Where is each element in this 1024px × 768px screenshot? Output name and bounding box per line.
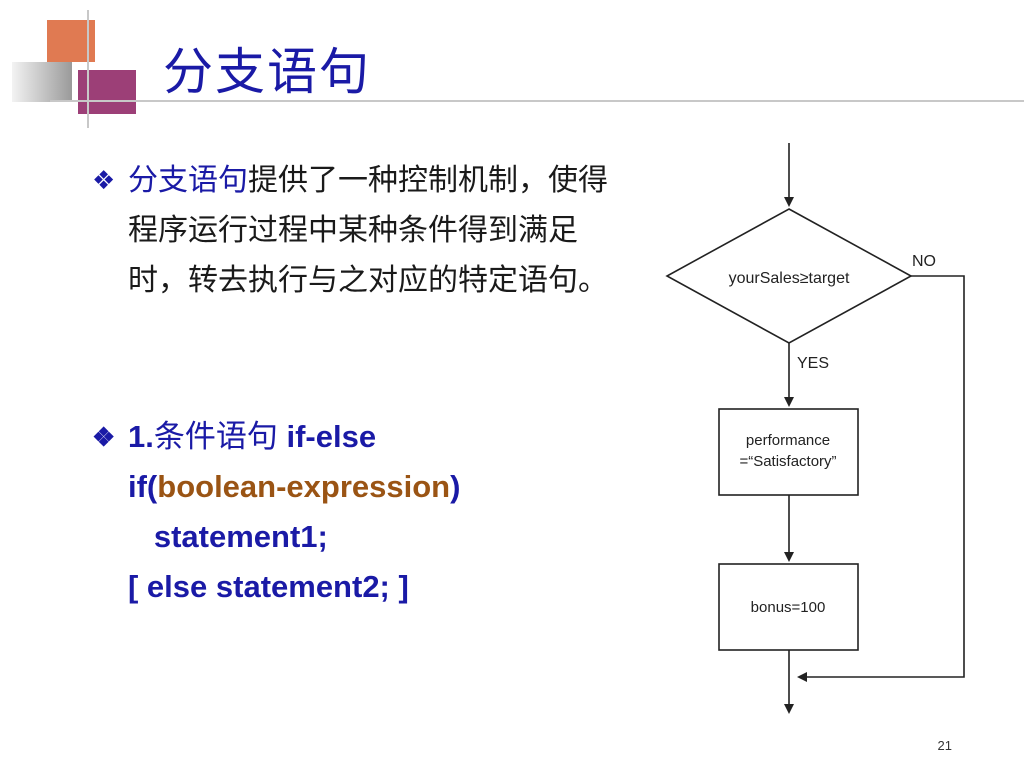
bullet-code: 1.条件语句 if-else if(boolean-expression) st…: [128, 412, 612, 612]
diamond-bullet-icon: ❖: [92, 422, 116, 452]
deco-vertical-line: [87, 10, 89, 128]
bullet-text: 分支语句提供了一种控制机制，使得程序运行过程中某种条件得到满足时，转去执行与之对…: [128, 156, 612, 306]
bonus-label: bonus=100: [751, 599, 826, 616]
boolean-expression: boolean-expression: [157, 469, 451, 504]
deco-gray-block: [12, 62, 72, 102]
if-else-heading: 1.条件语句 if-else: [128, 412, 612, 462]
code-line-statement1: statement1;: [128, 519, 328, 554]
heading-cn: 条件语句: [153, 419, 278, 455]
bullet-branch-description: ❖ 分支语句提供了一种控制机制，使得程序运行过程中某种条件得到满足时，转去执行与…: [92, 156, 612, 306]
performance-line2: =“Satisfactory”: [739, 453, 836, 470]
if-close: ): [450, 469, 461, 504]
heading-number: 1.: [128, 419, 154, 454]
performance-line1: performance: [746, 432, 830, 449]
code-line-if: if(boolean-expression): [128, 462, 612, 512]
bullet-if-else: ❖ 1.条件语句 if-else if(boolean-expression) …: [92, 412, 612, 612]
code-line-else: [ else statement2; ]: [128, 569, 409, 604]
deco-horizontal-line: [50, 100, 140, 102]
heading-keyword: if-else: [277, 419, 377, 454]
performance-box: [718, 408, 859, 496]
no-label: NO: [912, 253, 936, 270]
yes-label: YES: [797, 355, 829, 372]
bullet-highlight: 分支语句: [128, 163, 248, 198]
title-divider: [140, 100, 1024, 102]
page-number: 21: [937, 738, 952, 753]
no-path: [797, 275, 965, 682]
diamond-bullet-icon: ❖: [92, 166, 116, 196]
if-open: if(: [128, 469, 158, 504]
bullet-rest: 提供了一种控制机制，使得程序运行过程中某种条件得到满足时，转去执行与之对应的特定…: [128, 163, 608, 298]
slide-title: 分支语句: [163, 43, 371, 101]
decision-label: yourSales≥target: [729, 270, 850, 287]
